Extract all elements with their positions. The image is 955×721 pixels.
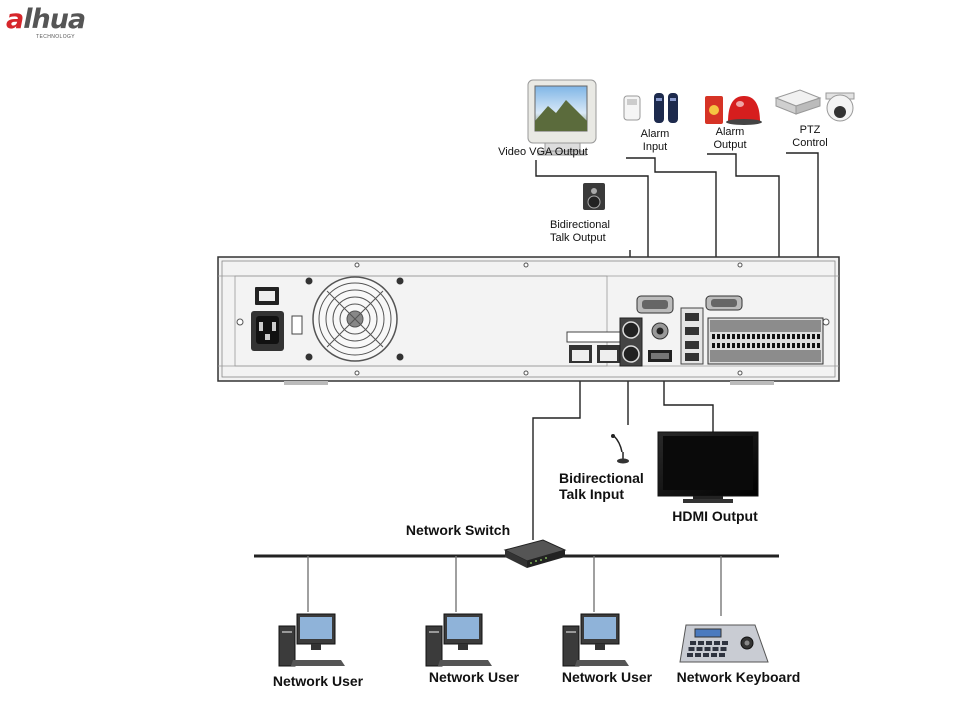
desktop-computer-icon — [563, 614, 629, 666]
nvr-rear-panel — [218, 257, 839, 385]
talk-input-label-line1: Bidirectional — [559, 470, 669, 486]
ptz-label-line1: PTZ — [785, 124, 835, 137]
vga-output-label: Video VGA Output — [483, 146, 603, 159]
lcd-tv-icon — [658, 432, 758, 503]
crt-monitor-icon — [528, 80, 596, 155]
alarm-input-label-line2: Input — [630, 141, 680, 154]
alarm-sensor-icon — [624, 93, 678, 123]
siren-icon — [705, 96, 762, 125]
alarm-input-label-line1: Alarm — [630, 128, 680, 141]
control-keyboard-icon — [680, 625, 768, 662]
desktop-computer-icon — [279, 614, 345, 666]
network-user-label-2: Network User — [419, 669, 529, 685]
talk-output-label-line1: Bidirectional — [550, 219, 650, 232]
fan-icon — [313, 277, 397, 361]
alarm-output-label-line2: Output — [705, 139, 755, 152]
hdmi-output-label: HDMI Output — [660, 508, 770, 524]
network-switch-icon — [505, 540, 565, 568]
ptz-dome-camera-icon — [776, 90, 854, 121]
ptz-label-line2: Control — [780, 137, 840, 150]
desktop-computer-icon — [426, 614, 492, 666]
network-cable — [533, 362, 580, 540]
network-switch-label: Network Switch — [393, 522, 523, 538]
network-user-label-3: Network User — [552, 669, 662, 685]
talk-input-label-line2: Talk Input — [559, 486, 669, 502]
talk-output-label-line2: Talk Output — [550, 232, 650, 245]
alarm-output-label-line1: Alarm — [705, 126, 755, 139]
speaker-icon — [583, 183, 605, 210]
network-keyboard-label: Network Keyboard — [666, 669, 811, 685]
network-users — [279, 614, 629, 666]
network-user-label-1: Network User — [263, 673, 373, 689]
microphone-icon — [611, 434, 629, 464]
